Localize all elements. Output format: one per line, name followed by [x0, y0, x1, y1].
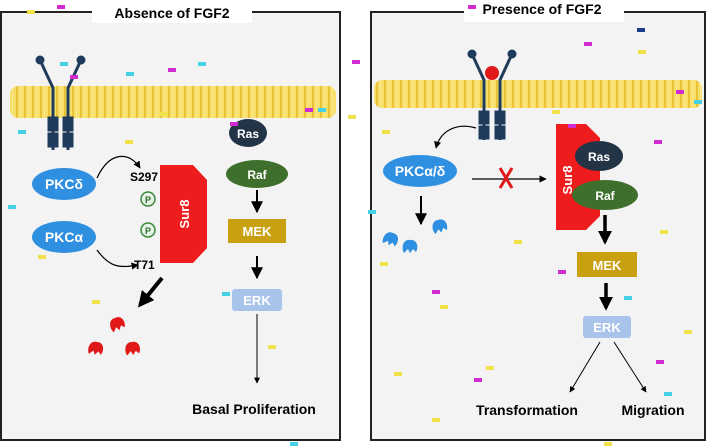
ras-label-right: Ras: [588, 150, 610, 164]
fgf2-ligand: [485, 66, 499, 80]
outcome-basal-proliferation: Basal Proliferation: [192, 401, 316, 417]
fgf-receptor: [35, 55, 86, 150]
phospho-circle-2: [140, 222, 156, 238]
raf-node: [226, 160, 288, 188]
raf-label: Raf: [247, 168, 267, 182]
mek-node: [228, 219, 286, 243]
left-panel: Absence of FGF2 PKCδ PKCα S297 T71 P P: [0, 3, 341, 441]
pkc-delta-label: PKCδ: [45, 176, 83, 192]
phospho-label-2: P: [145, 226, 151, 236]
cell-membrane: [10, 86, 336, 118]
erk-node-right: [583, 316, 631, 338]
arrow-pkc-alpha-t71: [96, 249, 139, 270]
outcome-transformation: Transformation: [476, 402, 578, 418]
mek-label-right: MEK: [593, 258, 623, 273]
pkc-alpha-delta-label: PKCα/δ: [395, 163, 446, 179]
ras-node: [229, 119, 267, 147]
fgf-receptor-bound: [467, 49, 517, 140]
sur8-node: [160, 165, 207, 263]
decorative-specks: [8, 5, 702, 446]
site-s297: S297: [130, 170, 158, 184]
raf-node-right: [572, 180, 638, 210]
raf-label-right: Raf: [595, 189, 615, 203]
site-t71: T71: [134, 258, 155, 272]
right-panel-frame: [370, 11, 706, 441]
block-x-icon: [498, 167, 514, 189]
mek-label: MEK: [243, 224, 273, 239]
phospho-circle-1: [140, 191, 156, 207]
right-panel: Presence of FGF2 PKCα/δ: [370, 0, 706, 441]
pkc-alpha-delta-node: [383, 155, 457, 187]
ras-node-right: [575, 141, 623, 171]
ras-label: Ras: [237, 127, 259, 141]
mek-node-right: [577, 252, 637, 277]
erk-node: [232, 289, 282, 311]
arrow-pkc-delta-s297: [96, 155, 141, 179]
phospho-label-1: P: [145, 195, 151, 205]
arrow-degradation: [137, 276, 164, 308]
erk-label: ERK: [243, 293, 271, 308]
arrow-receptor-pkc: [434, 125, 477, 149]
left-panel-title: Absence of FGF2: [114, 5, 229, 21]
pkc-alpha-node: [32, 221, 96, 253]
cell-membrane-right: [374, 80, 702, 108]
pkc-alpha-label: PKCα: [45, 229, 84, 245]
sur8-label-right: Sur8: [560, 166, 575, 195]
erk-label-right: ERK: [593, 320, 621, 335]
sur8-label: Sur8: [177, 200, 192, 229]
outcome-migration: Migration: [622, 402, 685, 418]
right-panel-title: Presence of FGF2: [482, 1, 601, 17]
pkc-delta-node: [32, 168, 96, 200]
